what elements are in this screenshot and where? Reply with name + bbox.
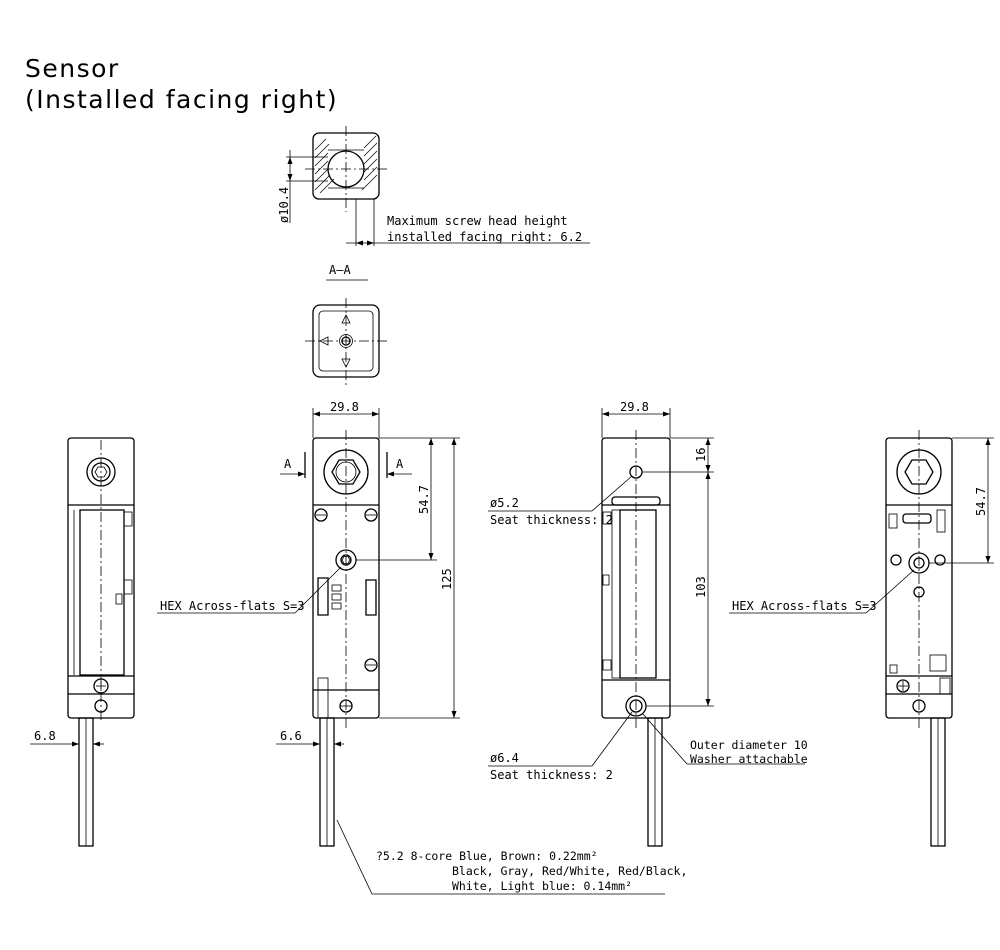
front-view-cable-offset: 6.6 (280, 729, 302, 743)
front-view-hex-note: HEX Across-flats S=3 (160, 599, 305, 613)
washer-note-line2: Washer attachable (690, 752, 808, 766)
right-view-hex-note: HEX Across-flats S=3 (732, 599, 877, 613)
right-side-view: 54.7 HEX Across-flats S=3 (729, 430, 994, 847)
section-mark-right: A (396, 457, 404, 471)
back-view-pitch: 103 (694, 576, 708, 598)
back-view-width: 29.8 (620, 400, 649, 414)
washer-note-line1: Outer diameter 10 (690, 738, 808, 752)
front-view-height: 125 (440, 568, 454, 590)
top-view (305, 298, 389, 385)
section-hatching (314, 135, 378, 194)
cable-note: ?5.2 8-core Blue, Brown: 0.22mm² Black, … (336, 819, 687, 895)
cable-note-line3: White, Light blue: 0.14mm² (452, 879, 632, 893)
hole1-seat: Seat thickness: 2 (490, 513, 613, 527)
cable-note-line1: ?5.2 8-core Blue, Brown: 0.22mm² (376, 849, 598, 863)
section-label: A–A (329, 263, 351, 277)
back-view-top-offset: 16 (694, 448, 708, 462)
left-side-view: 6.8 (30, 437, 135, 847)
cable-note-line2: Black, Gray, Red/White, Red/Black, (452, 864, 687, 878)
front-view-width: 29.8 (330, 400, 359, 414)
section-diameter-label: ø10.4 (277, 187, 291, 223)
section-view: ø10.4 Maximum screw head height installe… (277, 126, 590, 281)
right-view-offset: 54.7 (974, 487, 988, 516)
hole2-diameter: ø6.4 (490, 751, 519, 765)
front-view-offset: 54.7 (417, 485, 431, 514)
back-view: 29.8 16 103 ø5.2 Seat thickness: 2 ø6.4 … (488, 400, 808, 847)
hole2-seat: Seat thickness: 2 (490, 768, 613, 782)
hole1-diameter: ø5.2 (490, 496, 519, 510)
front-view: 29.8 125 54.7 A A HEX Across-flats S=3 6… (157, 400, 460, 847)
drawing-subtitle: (Installed facing right) (25, 85, 338, 114)
left-view-cable-offset: 6.8 (34, 729, 56, 743)
screw-note-line1: Maximum screw head height (387, 214, 568, 228)
section-mark-left: A (284, 457, 292, 471)
screw-note-line2: installed facing right: 6.2 (387, 230, 582, 244)
drawing-title: Sensor (25, 54, 120, 83)
